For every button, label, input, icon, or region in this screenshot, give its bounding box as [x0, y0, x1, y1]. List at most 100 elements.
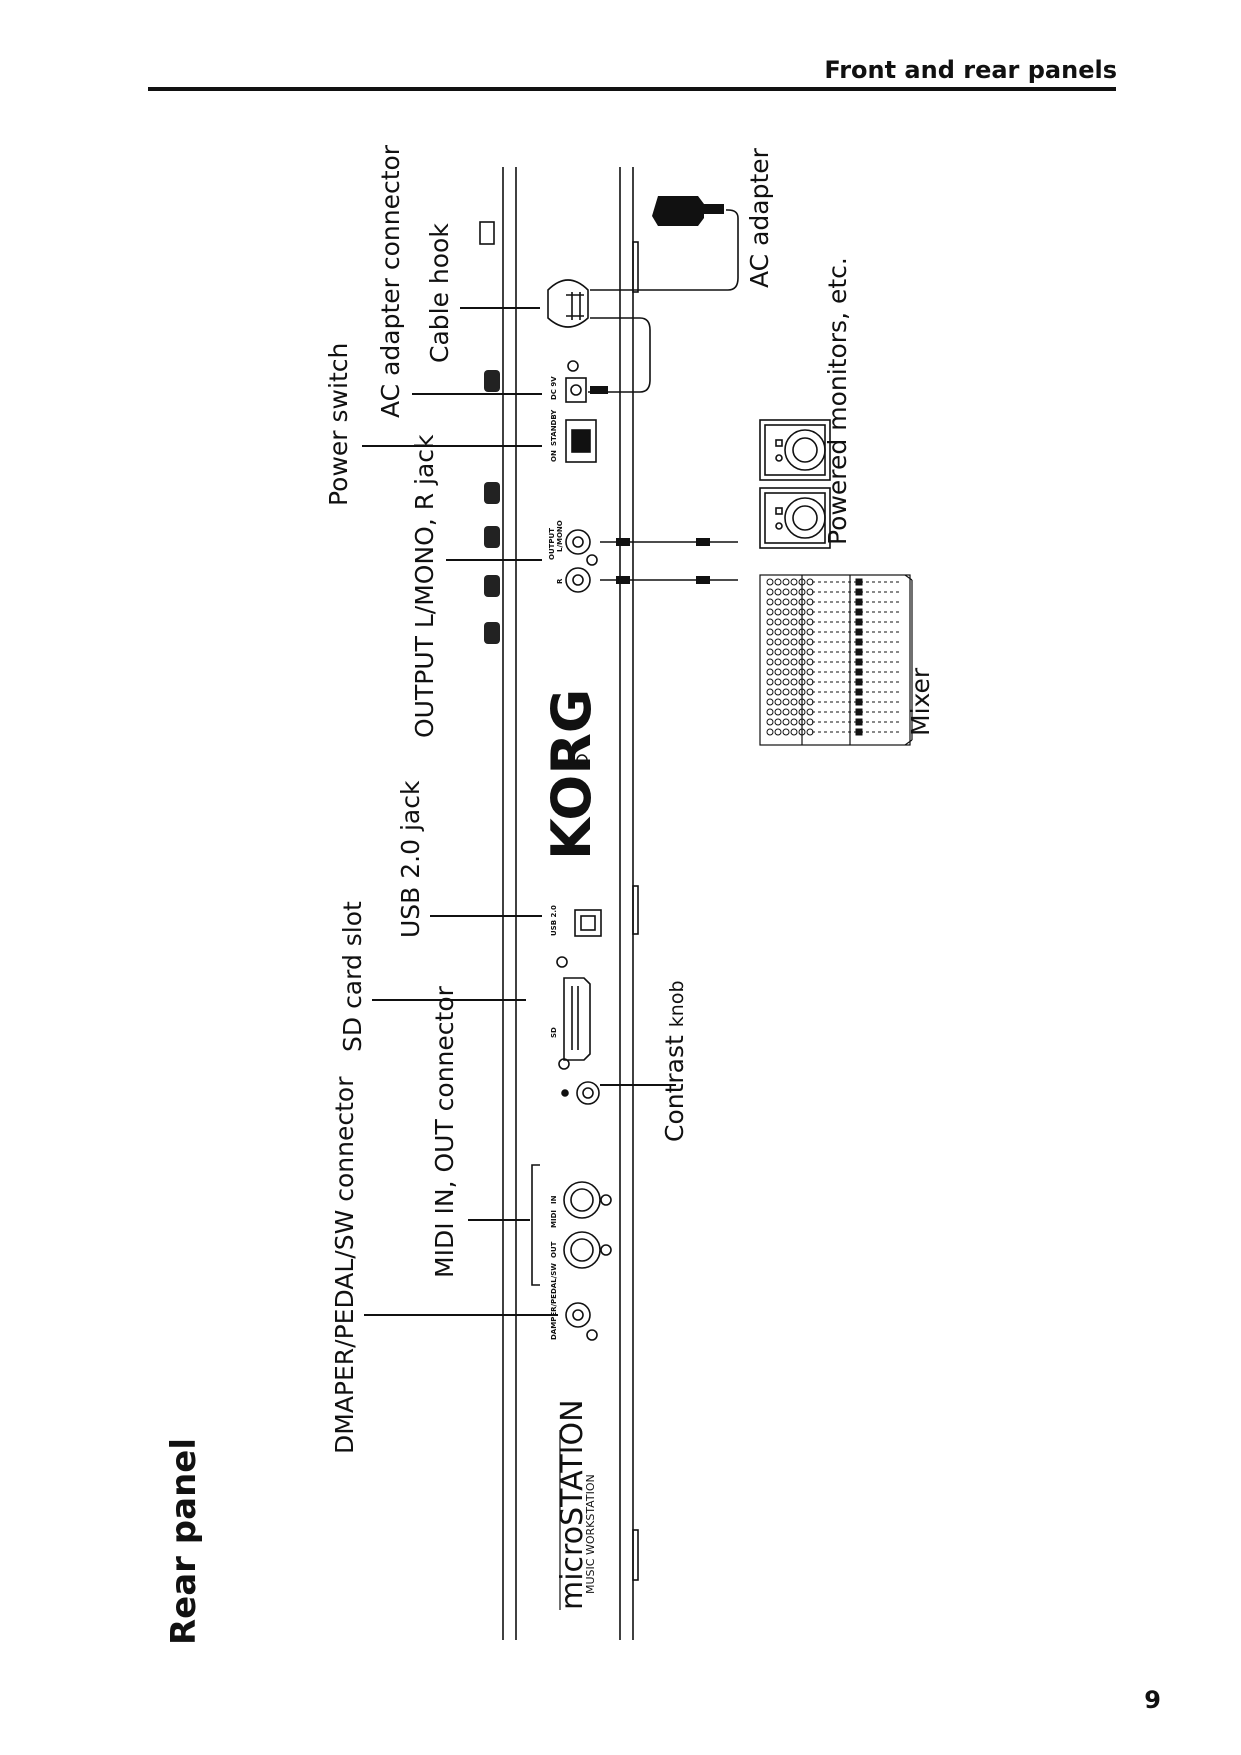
label-ac-adapter-connector: AC adapter connector	[376, 144, 405, 418]
foot	[484, 526, 500, 548]
mixer-fader	[855, 618, 863, 626]
mixer-knob	[798, 668, 806, 676]
mixer-fader	[855, 698, 863, 706]
mixer-knob	[798, 588, 806, 596]
label-midi-connector: MIDI IN, OUT connector	[430, 986, 459, 1278]
mixer-knob	[798, 688, 806, 696]
mixer-knob	[766, 728, 774, 736]
mixer-fader	[855, 608, 863, 616]
usb-jack-inner	[580, 915, 596, 931]
label-contrast-main: Contrast	[660, 1035, 689, 1142]
label-ac-adapter: AC adapter	[745, 148, 774, 288]
mixer-fader	[855, 708, 863, 716]
cable-plug	[616, 576, 630, 584]
ac-cable	[588, 317, 651, 393]
mixer-fader	[855, 728, 863, 736]
foot	[484, 575, 500, 597]
usb-marking: USB 2.0	[550, 905, 558, 936]
on-marking: ON	[550, 450, 558, 462]
mixer-knob	[766, 648, 774, 656]
midi-screw	[600, 1194, 612, 1206]
microstation-logo: microSTATION MUSIC WORKSTATION	[555, 1399, 597, 1610]
midi-out-connector	[563, 1231, 601, 1269]
mixer-knob	[798, 678, 806, 686]
mixer-knob	[766, 588, 774, 596]
mixer-fader	[855, 598, 863, 606]
mixer-knob	[774, 658, 782, 666]
page-number: 9	[1144, 1686, 1161, 1714]
dc-screw	[567, 360, 579, 372]
lmono-marking: L/MONO	[556, 520, 564, 552]
foot	[484, 370, 500, 392]
dc-marking: DC 9V	[550, 376, 558, 400]
label-contrast-knob: Contrast knob	[660, 980, 689, 1142]
mixer-fader	[855, 668, 863, 676]
damper-screw	[586, 1329, 598, 1341]
mixer-knob	[790, 578, 798, 586]
mixer-knob	[790, 678, 798, 686]
mixer-knob	[774, 708, 782, 716]
label-sd-card-slot: SD card slot	[338, 901, 367, 1052]
mixer-knob	[766, 638, 774, 646]
mixer-knob	[790, 598, 798, 606]
monitor	[759, 487, 831, 549]
mixer-knob	[766, 718, 774, 726]
mixer-knob	[798, 598, 806, 606]
mixer-knob	[798, 658, 806, 666]
mixer-knob	[766, 708, 774, 716]
output-marking: OUTPUT	[548, 528, 556, 560]
mixer-knob	[790, 718, 798, 726]
dc-plug	[590, 386, 608, 394]
ac-adapter-body	[652, 196, 704, 226]
mixer-knob	[774, 688, 782, 696]
contrast-dot	[561, 1089, 569, 1097]
cable-hook	[547, 279, 589, 328]
mixer-knob	[790, 618, 798, 626]
output-screw	[586, 554, 598, 566]
korg-brand-text: KORG	[540, 689, 603, 860]
mixer-knob	[790, 638, 798, 646]
mixer-knob	[790, 588, 798, 596]
mixer-knob	[798, 578, 806, 586]
midi-out-marking: OUT	[550, 1241, 558, 1258]
registered-mark	[576, 754, 588, 766]
output-r-jack	[565, 567, 591, 593]
foot	[484, 622, 500, 644]
panel-foot	[479, 221, 495, 245]
mixer-knob	[782, 678, 790, 686]
mixer-knob	[782, 578, 790, 586]
midi-in-connector	[563, 1181, 601, 1219]
mixer-fader	[855, 638, 863, 646]
mixer-knob	[774, 678, 782, 686]
mixer-knob	[782, 648, 790, 656]
panel-tab	[632, 1529, 639, 1581]
dc-jack-hole	[570, 384, 582, 396]
mixer-channels	[766, 578, 900, 736]
label-usb-jack: USB 2.0 jack	[396, 780, 425, 938]
mixer-knob	[774, 588, 782, 596]
mixer-fader	[855, 648, 863, 656]
mixer-knob	[782, 618, 790, 626]
mixer-knob	[798, 728, 806, 736]
mixer-knob	[766, 658, 774, 666]
mixer-knob	[790, 688, 798, 696]
powered-monitors	[759, 419, 831, 549]
mixer-knob	[782, 658, 790, 666]
midi-bracket	[531, 1164, 540, 1286]
mixer-knob	[782, 608, 790, 616]
mixer-knob	[798, 718, 806, 726]
mixer-knob	[774, 718, 782, 726]
mixer-knob	[798, 698, 806, 706]
power-switch	[565, 419, 597, 463]
mixer-fader	[855, 628, 863, 636]
mixer-knob	[766, 678, 774, 686]
mixer-knob	[774, 698, 782, 706]
mixer-fader	[855, 588, 863, 596]
mixer-knob	[798, 608, 806, 616]
mixer	[759, 574, 913, 746]
mixer-fader	[855, 688, 863, 696]
header-title: Front and rear panels	[824, 56, 1117, 84]
dc-jack	[565, 377, 587, 403]
mixer-knob	[774, 618, 782, 626]
